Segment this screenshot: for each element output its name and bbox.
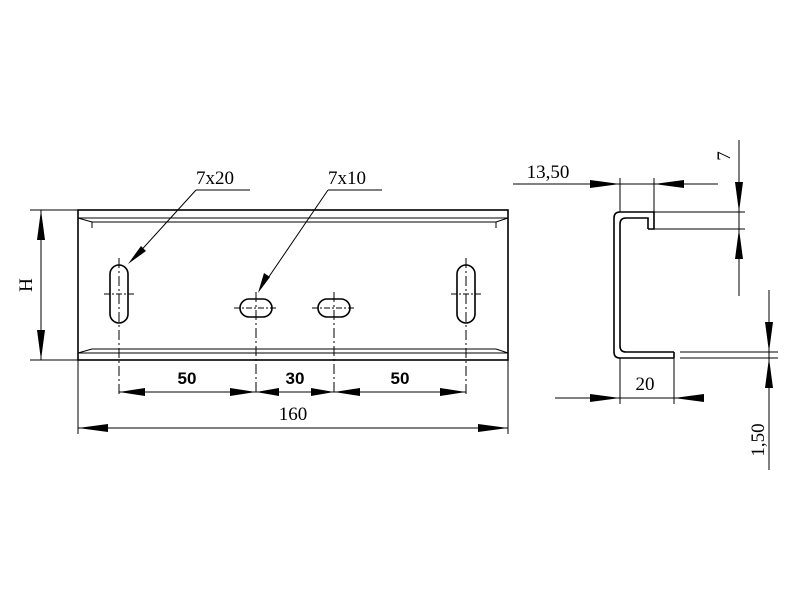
- slot-label-7x20: 7x20: [196, 168, 234, 189]
- spacing-middle-label: 30: [286, 369, 305, 388]
- slot-leader-7x20: [128, 189, 250, 264]
- slot-center-lines: [104, 258, 481, 395]
- slot-leader-7x10: [258, 189, 382, 293]
- total-length-label: 160: [279, 404, 308, 425]
- thickness-label: 1,50: [748, 423, 769, 456]
- profile-inner: [619, 217, 674, 353]
- plate-outline: [77, 209, 509, 361]
- profile-outer: [613, 211, 674, 359]
- dimension-total-length: [77, 360, 509, 434]
- lip-width-label: 13,50: [527, 162, 570, 183]
- profile-side-view: [613, 211, 675, 359]
- slot-label-7x10: 7x10: [328, 168, 366, 189]
- dimension-slot-spacing: [119, 388, 466, 396]
- plate-front-view: [77, 209, 509, 361]
- mounting-slots: [109, 264, 476, 324]
- height-label: H: [16, 278, 37, 292]
- dimension-lip-width: [513, 178, 718, 212]
- dimension-thickness: [680, 290, 778, 470]
- spacing-right-label: 50: [391, 369, 410, 388]
- dimension-lip-height: [654, 140, 745, 296]
- lip-height-label: 7: [714, 151, 735, 161]
- dimension-height: [30, 209, 78, 361]
- spacing-left-label: 50: [178, 369, 197, 388]
- dimension-flange-width: [555, 358, 704, 404]
- flange-width-label: 20: [636, 374, 655, 395]
